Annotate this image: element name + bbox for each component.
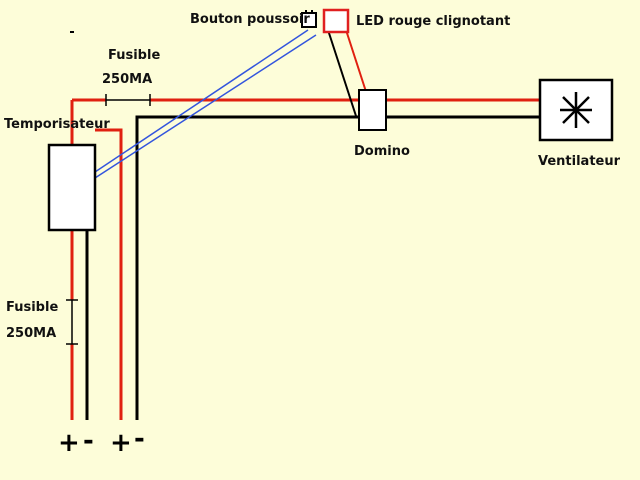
top-fuse-symbol — [105, 94, 151, 106]
left-fuse-symbol — [66, 299, 78, 345]
fuse-top-title: Fusible — [108, 48, 161, 63]
black-main-wire — [135, 115, 540, 420]
push-button-icon[interactable] — [301, 10, 317, 28]
domino-label: Domino — [354, 144, 410, 159]
led-label: LED rouge clignotant — [356, 14, 511, 29]
led-icon — [322, 8, 350, 34]
fuse-left-title: Fusible — [6, 300, 59, 315]
button-wires — [94, 29, 317, 179]
domino-block — [358, 89, 387, 131]
terminal-plus-right: + — [110, 428, 132, 458]
fuse-left-rating: 250MA — [6, 326, 57, 341]
fuse-top-rating: 250MA — [102, 72, 153, 87]
timer-red-supply-wire — [95, 128, 123, 420]
terminal-minus-left: - — [83, 426, 94, 456]
timer-output-wires — [70, 230, 89, 420]
fan-label: Ventilateur — [538, 154, 621, 169]
terminal-plus-left: + — [58, 428, 80, 458]
timer-label: Temporisateur — [4, 117, 110, 132]
terminal-minus-right: - — [134, 424, 145, 454]
push-button-label: Bouton poussoir — [190, 12, 310, 27]
timer-box — [47, 143, 97, 232]
fan-icon — [538, 78, 614, 142]
